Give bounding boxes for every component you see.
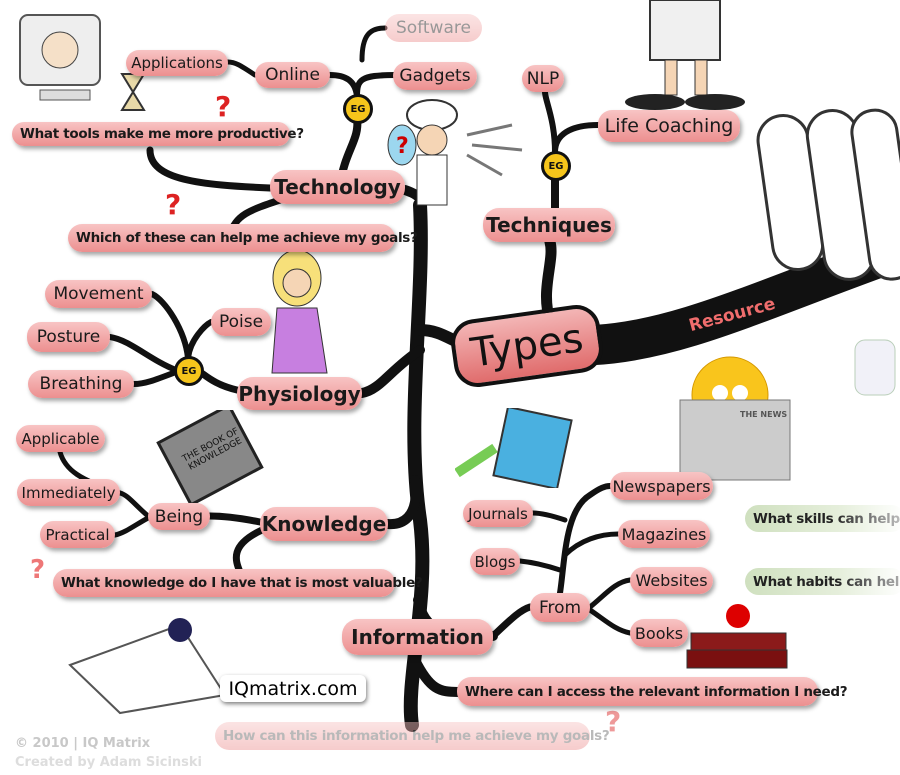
node-journals[interactable]: Journals [463, 500, 533, 527]
node-being[interactable]: Being [148, 503, 210, 530]
node-online[interactable]: Online [255, 62, 330, 88]
eg-badge: EG [174, 356, 204, 386]
node-information[interactable]: Information [342, 619, 493, 655]
svg-text:?: ? [396, 134, 409, 159]
node-knowledge[interactable]: Knowledge [260, 507, 388, 541]
node-books[interactable]: Books [630, 619, 688, 647]
copyright-text: © 2010 | IQ Matrix [15, 736, 151, 751]
node-magazines[interactable]: Magazines [618, 520, 710, 548]
question-knowledge-valuable[interactable]: What knowledge do I have that is most va… [53, 569, 423, 597]
node-life-coaching[interactable]: Life Coaching [598, 110, 740, 142]
node-newspapers[interactable]: Newspapers [610, 472, 713, 500]
node-techniques[interactable]: Techniques [483, 208, 615, 242]
node-applications[interactable]: Applications [126, 50, 228, 76]
node-technology[interactable]: Technology [270, 170, 405, 204]
node-applicable[interactable]: Applicable [16, 425, 105, 452]
site-logo-label: IQmatrix.com [220, 675, 366, 702]
person-legs-illustration-icon [625, 0, 745, 110]
node-physiology[interactable]: Physiology [237, 377, 362, 410]
money-hand-icon [854, 339, 896, 396]
chef-illustration-icon: ? [387, 99, 523, 206]
question-tools-productive[interactable]: What tools make me more productive? [12, 122, 304, 146]
eg-badge: EG [541, 151, 571, 181]
eg-badge: EG [343, 94, 373, 124]
node-from[interactable]: From [530, 593, 590, 622]
woman-illustration-icon [271, 249, 328, 374]
newspaper-emoji-icon [679, 356, 791, 481]
computer-illustration-icon [19, 14, 101, 101]
node-breathing[interactable]: Breathing [28, 370, 134, 398]
question-skills[interactable]: What skills can help [745, 505, 900, 532]
node-gadgets[interactable]: Gadgets [393, 62, 477, 90]
certificate-illustration-icon [68, 618, 227, 715]
question-help-achieve-goals[interactable]: Which of these can help me achieve my go… [68, 224, 418, 252]
book-of-knowledge-icon [156, 410, 264, 507]
question-skills-text: What skills can help [753, 510, 900, 527]
node-poise[interactable]: Poise [211, 308, 271, 336]
hourglass-icon [120, 73, 146, 111]
question-mark-icon: ? [165, 188, 182, 221]
node-movement[interactable]: Movement [45, 280, 152, 308]
question-habits[interactable]: What habits can help [745, 568, 900, 595]
node-immediately[interactable]: Immediately [17, 479, 120, 506]
question-mark-icon: ? [215, 90, 232, 123]
node-blogs[interactable]: Blogs [470, 548, 520, 575]
question-information-goals[interactable]: How can this information help me achieve… [215, 722, 610, 750]
node-websites[interactable]: Websites [630, 567, 713, 594]
node-nlp[interactable]: NLP [522, 65, 564, 92]
author-credit: Created by Adam Sicinski [15, 755, 202, 770]
question-access-information[interactable]: Where can I access the relevant informat… [457, 677, 848, 706]
notepad-illustration-icon [455, 408, 573, 488]
newspaper-title: THE NEWS [740, 410, 788, 419]
node-software[interactable]: Software [385, 14, 482, 42]
books-apple-icon [686, 604, 788, 669]
question-mark-icon: ? [30, 555, 46, 585]
question-mark-icon: ? [605, 705, 622, 738]
node-practical[interactable]: Practical [40, 521, 115, 548]
question-habits-text: What habits can help [753, 574, 900, 590]
node-posture[interactable]: Posture [27, 322, 110, 352]
